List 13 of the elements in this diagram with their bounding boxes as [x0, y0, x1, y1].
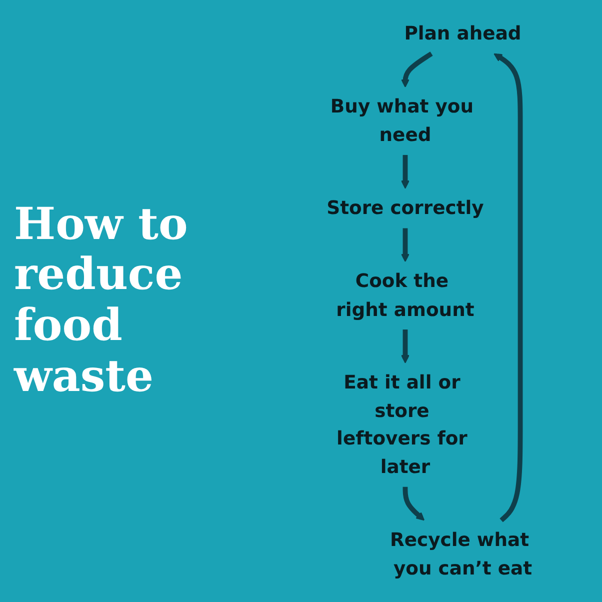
title: How to reduce food waste [14, 200, 189, 402]
arrow [400, 52, 433, 88]
arrow [494, 53, 523, 522]
node-text: Recycle what you can’t eat [390, 529, 532, 579]
arrow [402, 486, 425, 521]
node-text: Store correctly [326, 197, 484, 219]
node-text: Cook the right amount [336, 270, 474, 320]
arrow [400, 154, 410, 189]
arrow [400, 228, 410, 262]
arrow [400, 330, 410, 364]
node-text: Buy what you need [330, 96, 474, 146]
node-text: Plan ahead [404, 22, 522, 44]
node-text: Eat it all or store leftovers for later [336, 372, 468, 478]
